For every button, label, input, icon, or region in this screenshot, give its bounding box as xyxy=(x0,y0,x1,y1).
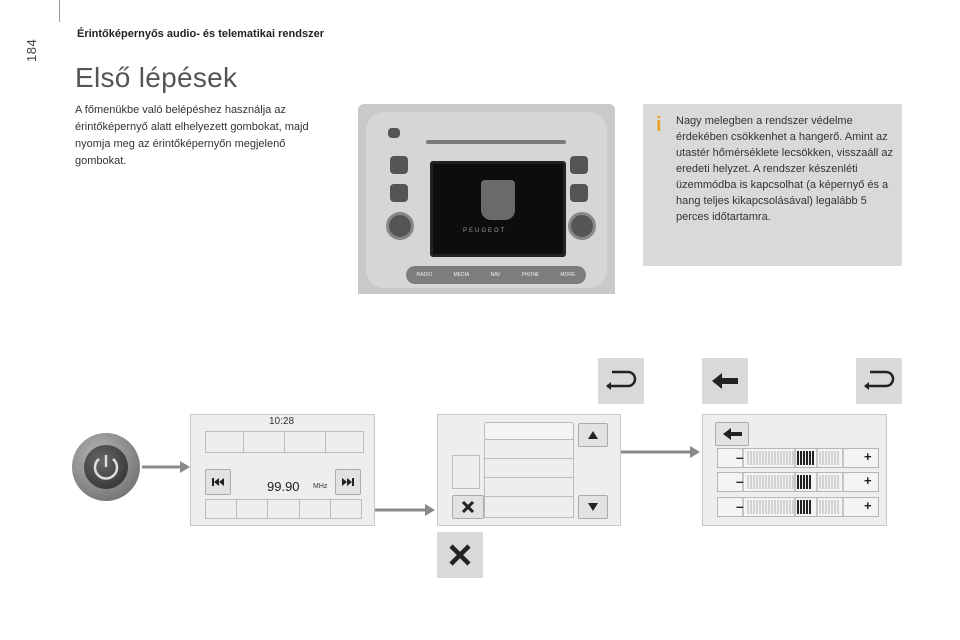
media-hw-button: MEDIA xyxy=(453,272,470,278)
power-knob xyxy=(72,433,140,501)
preset-cell xyxy=(325,431,364,453)
preset-cell xyxy=(243,431,285,453)
preset-cell xyxy=(284,431,326,453)
info-box: i Nagy melegben a rendszer védelme érdek… xyxy=(643,104,902,266)
plus-icon: + xyxy=(864,498,872,513)
head-unit-face: PEUGEOT RADIO MEDIA NAV PHONE MORE xyxy=(366,112,607,288)
radio-screen xyxy=(190,414,375,526)
section-header: Érintőképernyős audio- és telematikai re… xyxy=(77,28,324,40)
scroll-down-button xyxy=(578,495,608,519)
triangle-down-icon xyxy=(588,503,598,511)
back-arrow-box xyxy=(702,358,748,404)
volume-knob xyxy=(386,212,414,240)
list-item xyxy=(484,422,574,440)
eject-button xyxy=(388,128,400,138)
plus-icon: + xyxy=(864,473,872,488)
preset-cell xyxy=(236,499,268,519)
skip-forward-icon xyxy=(342,478,354,486)
head-unit-screen: PEUGEOT xyxy=(430,161,566,257)
seek-forward-button xyxy=(335,469,361,495)
preset-cell xyxy=(299,499,331,519)
list-screen xyxy=(437,414,621,526)
power-knob-center xyxy=(84,445,128,489)
close-icon xyxy=(449,544,471,566)
back-arrow-icon xyxy=(723,428,742,440)
list-item xyxy=(484,477,574,497)
list-item xyxy=(484,439,574,459)
minus-icon: – xyxy=(736,449,744,465)
preset-cell xyxy=(267,499,300,519)
skip-back-icon xyxy=(212,478,224,486)
triangle-up-icon xyxy=(588,431,598,439)
back-u-arrow-box xyxy=(598,358,644,404)
nav-hw-button: NAV xyxy=(490,272,501,278)
page-title: Első lépések xyxy=(75,62,238,93)
preset-cell xyxy=(330,499,362,519)
info-text: Nagy melegben a rendszer védelme érdekéb… xyxy=(676,115,894,223)
frequency: 99.90 xyxy=(267,479,300,494)
cd-slot xyxy=(426,140,566,144)
more-hw-button: MORE xyxy=(560,272,576,278)
settings-button xyxy=(390,156,408,174)
plus-icon: + xyxy=(864,449,872,464)
close-button xyxy=(452,495,484,519)
back-button xyxy=(570,184,588,202)
back-button xyxy=(715,422,749,446)
margin-line xyxy=(59,0,60,22)
intro-paragraph: A főmenükbe való belépéshez használja az… xyxy=(75,104,309,167)
slider-ticks xyxy=(742,449,844,516)
minus-icon: – xyxy=(736,498,744,514)
settings-screen: – – – + + + xyxy=(702,414,887,526)
back-arrow-icon xyxy=(712,373,738,389)
list-item xyxy=(484,496,574,518)
minus-icon: – xyxy=(736,473,744,489)
power-icon xyxy=(93,455,119,480)
back-u-arrow-box-2 xyxy=(856,358,902,404)
back-u-arrow-icon xyxy=(606,370,637,390)
select-knob xyxy=(568,212,596,240)
brand-label: PEUGEOT xyxy=(463,228,507,234)
preset-cell xyxy=(205,431,244,453)
back-u-arrow-icon xyxy=(864,370,895,390)
radio-hw-button: RADIO xyxy=(416,272,433,278)
side-cell xyxy=(452,455,480,489)
info-icon: i xyxy=(656,114,662,136)
frequency-unit: MHz xyxy=(313,483,328,490)
head-unit-button-bar: RADIO MEDIA NAV PHONE MORE xyxy=(406,266,586,284)
close-icon xyxy=(461,500,475,514)
clock: 10:28 xyxy=(269,416,295,427)
head-unit-photo: PEUGEOT RADIO MEDIA NAV PHONE MORE xyxy=(358,104,615,294)
lion-logo-icon xyxy=(481,180,515,220)
phone-hw-button: PHONE xyxy=(521,272,540,278)
preset-cell xyxy=(205,499,237,519)
voice-button xyxy=(390,184,408,202)
list-item xyxy=(484,458,574,478)
seek-back-button xyxy=(205,469,231,495)
scroll-up-button xyxy=(578,423,608,447)
phone-button xyxy=(570,156,588,174)
close-icon-box xyxy=(437,532,483,578)
